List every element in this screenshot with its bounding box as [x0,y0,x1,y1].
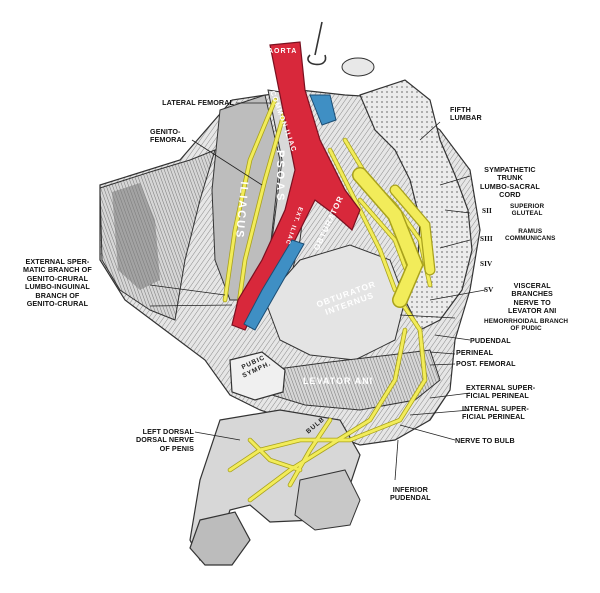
label-superior-gluteal: SUPERIOR GLUTEAL [510,203,545,218]
label-int-superficial-perineal: INTERNAL SUPER- FICIAL PERINEAL [462,404,529,422]
label-hemorrhoidal: HEMORRHOIDAL BRANCH OF PUDIC [484,318,569,333]
label-pudendal: PUDENDAL [470,336,511,345]
label-s3: SIII [480,235,493,243]
label-lateral-femoral: LATERAL FEMORAL [162,98,234,107]
vertebra-top [341,57,375,77]
pubic-symphysis [229,351,286,401]
label-perineal: PERINEAL [456,348,494,357]
retractor-hook [307,21,327,66]
glans [189,511,251,566]
common-iliac-vein [309,94,337,126]
label-post-femoral: POST. FEMORAL [456,359,516,368]
label-visceral-branches: VISCERAL BRANCHES NERVE TO LEVATOR ANI [508,281,557,316]
label-ramus-communicans: RAMUS COMMUNICANS [505,228,556,243]
psoas-label: PSOAS [274,150,286,204]
label-nerve-to-bulb: NERVE TO BULB [455,436,515,445]
label-left-dorsal: LEFT DORSAL DORSAL NERVE OF PENIS [135,427,194,453]
nerves [222,97,436,503]
label-inferior-pudendal: INFERIOR PUDENDAL [390,485,431,503]
obturator-internus-muscle [264,244,406,361]
leader-lines [149,102,486,481]
label-s4: SIV [480,260,493,268]
label-ext-superficial-perineal: EXTERNAL SUPER- FICIAL PERINEAL [466,383,536,401]
iliac-crest-shadow [112,183,160,290]
label-fifth-lumbar: FIFTH LUMBAR [450,105,482,123]
label-sympathetic-trunk: SYMPATHETIC TRUNK LUMBO-SACRAL CORD [480,165,540,200]
sacrum [359,79,473,331]
label-external-spermatic: EXTERNAL SPER- MATIC BRANCH OF GENITO-CR… [23,257,92,309]
aorta-label: AORTA [268,48,298,55]
label-s2: SII [482,207,492,215]
external-iliac-vein [243,239,305,331]
label-genito-femoral: GENITO- FEMORAL [150,127,187,145]
label-s5: SV [484,286,494,294]
levator-ani-label: LEVATOR ANI [303,376,374,386]
scrotum-edge [294,469,361,531]
